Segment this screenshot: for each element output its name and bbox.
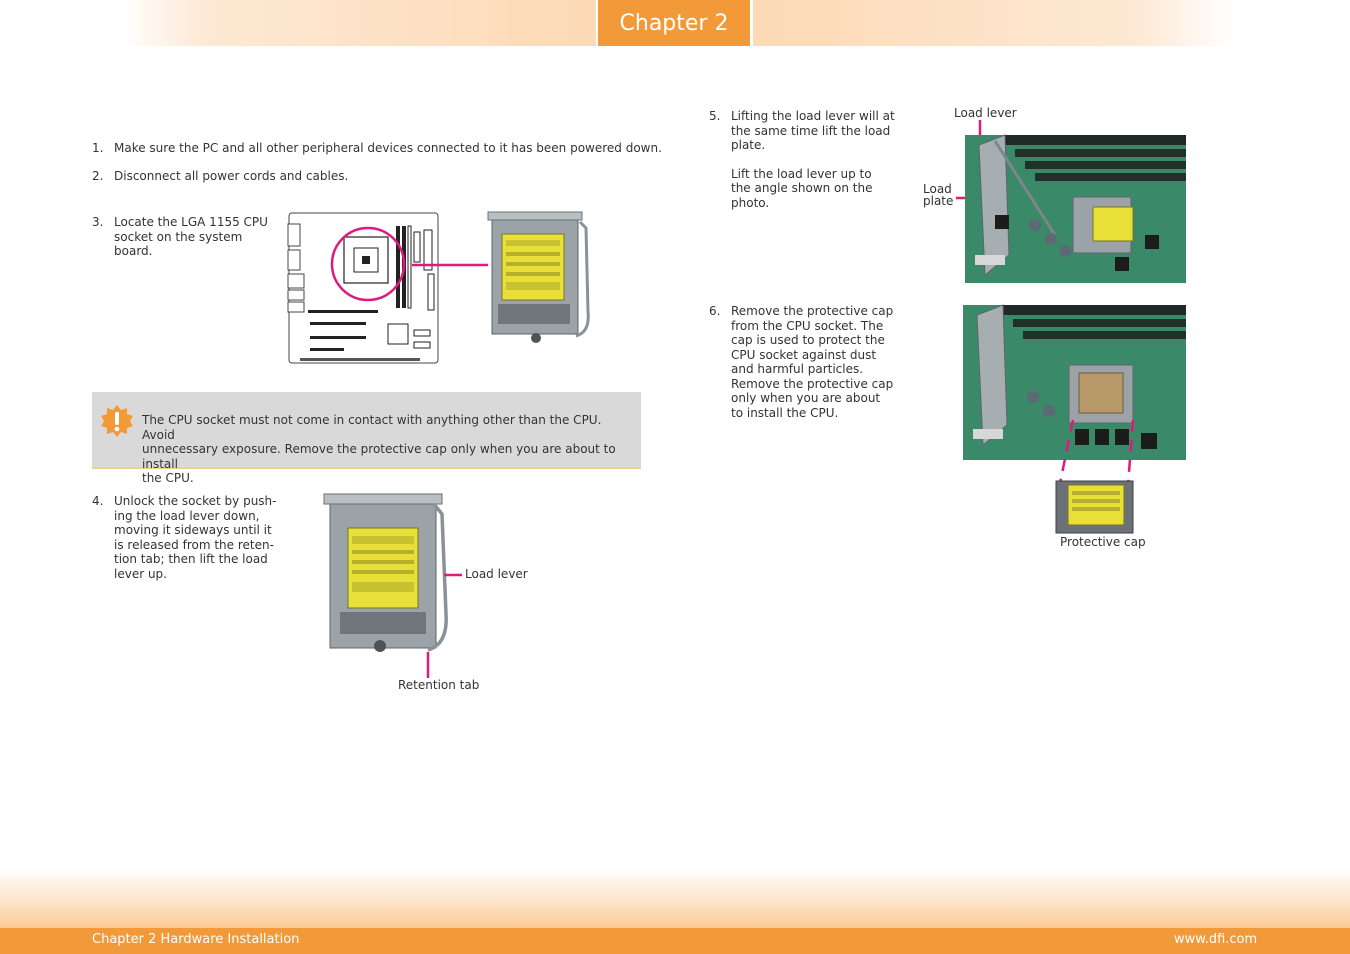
step-number: 3. bbox=[92, 215, 104, 229]
step-text: Remove the protective cap from the CPU s… bbox=[731, 304, 893, 420]
load-lever-label: Load lever bbox=[465, 567, 528, 581]
header-band-right bbox=[753, 0, 1233, 46]
load-lever-label-step5: Load lever bbox=[954, 106, 1017, 120]
step-text: Lifting the load lever will at the same … bbox=[731, 109, 895, 210]
step-text: Unlock the socket by push- ing the load … bbox=[114, 494, 277, 581]
step-line: to install the CPU. bbox=[731, 405, 839, 420]
note-text: The CPU socket must not come in contact … bbox=[142, 413, 636, 486]
step-line: lever up. bbox=[114, 566, 167, 581]
step-text: Locate the LGA 1155 CPU socket on the sy… bbox=[114, 215, 268, 259]
step-text: Make sure the PC and all other periphera… bbox=[114, 141, 662, 155]
step-line: socket on the system bbox=[114, 229, 243, 244]
step-6: 6. Remove the protective cap from the CP… bbox=[709, 304, 909, 422]
step-line: Unlock the socket by push- bbox=[114, 494, 277, 508]
step-line: ing the load lever down, bbox=[114, 508, 260, 523]
protective-cap-label: Protective cap bbox=[1060, 535, 1146, 549]
step-line: cap is used to protect the bbox=[731, 333, 885, 347]
load-plate-line: plate bbox=[923, 194, 954, 208]
step-line: the same time lift the load bbox=[731, 123, 891, 138]
step-line: is released from the reten- bbox=[114, 537, 274, 552]
step-line: and harmful particles. bbox=[731, 362, 864, 376]
step-line: CPU socket against dust bbox=[731, 347, 877, 362]
step-line: plate. bbox=[731, 138, 766, 152]
step-line: moving it sideways until it bbox=[114, 523, 272, 537]
protective-cap-photo bbox=[1055, 480, 1134, 534]
cpu-socket-photo bbox=[487, 211, 590, 343]
note-line: the CPU. bbox=[142, 471, 194, 485]
step-line: Lift the load lever up to bbox=[731, 166, 872, 181]
cpu-socket-highlight bbox=[330, 226, 406, 302]
exclamation-icon bbox=[101, 405, 133, 437]
retention-tab-label: Retention tab bbox=[398, 678, 480, 692]
lifted-load-plate-photo bbox=[965, 134, 1186, 283]
step-line: from the CPU socket. The bbox=[731, 318, 884, 333]
socket-cap-removed-photo bbox=[963, 304, 1186, 460]
note-box: The CPU socket must not come in contact … bbox=[92, 392, 641, 485]
step-text: Disconnect all power cords and cables. bbox=[114, 169, 349, 183]
step-spacer bbox=[731, 153, 895, 167]
step-number: 2. bbox=[92, 169, 104, 183]
step-line: the angle shown on the bbox=[731, 181, 873, 195]
step-line: Remove the protective cap bbox=[731, 304, 894, 318]
step-number: 1. bbox=[92, 141, 104, 155]
step-number: 5. bbox=[709, 109, 721, 123]
step-1: 1. Make sure the PC and all other periph… bbox=[92, 141, 662, 156]
footer-section-title: Chapter 2 Hardware Installation bbox=[92, 932, 300, 947]
load-plate-label: Load plate bbox=[923, 183, 953, 207]
step-line: board. bbox=[114, 244, 153, 258]
step-line: only when you are about bbox=[731, 391, 881, 405]
note-line: unnecessary exposure. Remove the protect… bbox=[142, 442, 616, 471]
step-number: 4. bbox=[92, 494, 104, 508]
step-line: tion tab; then lift the load bbox=[114, 552, 268, 566]
callout-line-load-lever-step4 bbox=[444, 573, 462, 577]
socket-unlock-photo bbox=[323, 493, 448, 652]
step-number: 6. bbox=[709, 304, 721, 318]
footer-website-link[interactable]: www.dfi.com bbox=[1174, 932, 1258, 947]
motherboard-diagram bbox=[287, 212, 439, 364]
step-line: Locate the LGA 1155 CPU bbox=[114, 215, 268, 229]
chapter-tab: Chapter 2 bbox=[598, 0, 750, 46]
step-4: 4. Unlock the socket by push- ing the lo… bbox=[92, 494, 282, 584]
callout-line-retention-tab bbox=[426, 652, 430, 678]
step-3: 3. Locate the LGA 1155 CPU socket on the… bbox=[92, 215, 282, 265]
footer-bar bbox=[0, 928, 1350, 954]
step-5: 5. Lifting the load lever will at the sa… bbox=[709, 109, 909, 214]
step-line: photo. bbox=[731, 195, 770, 210]
step-line: Remove the protective cap bbox=[731, 376, 894, 391]
step-2: 2. Disconnect all power cords and cables… bbox=[92, 169, 492, 184]
note-line: The CPU socket must not come in contact … bbox=[142, 413, 602, 442]
footer-band bbox=[0, 868, 1350, 930]
load-plate-line: Load bbox=[923, 182, 952, 196]
step-line: Lifting the load lever will at bbox=[731, 109, 895, 123]
header-band-left bbox=[120, 0, 596, 46]
callout-line-step3 bbox=[412, 263, 488, 267]
